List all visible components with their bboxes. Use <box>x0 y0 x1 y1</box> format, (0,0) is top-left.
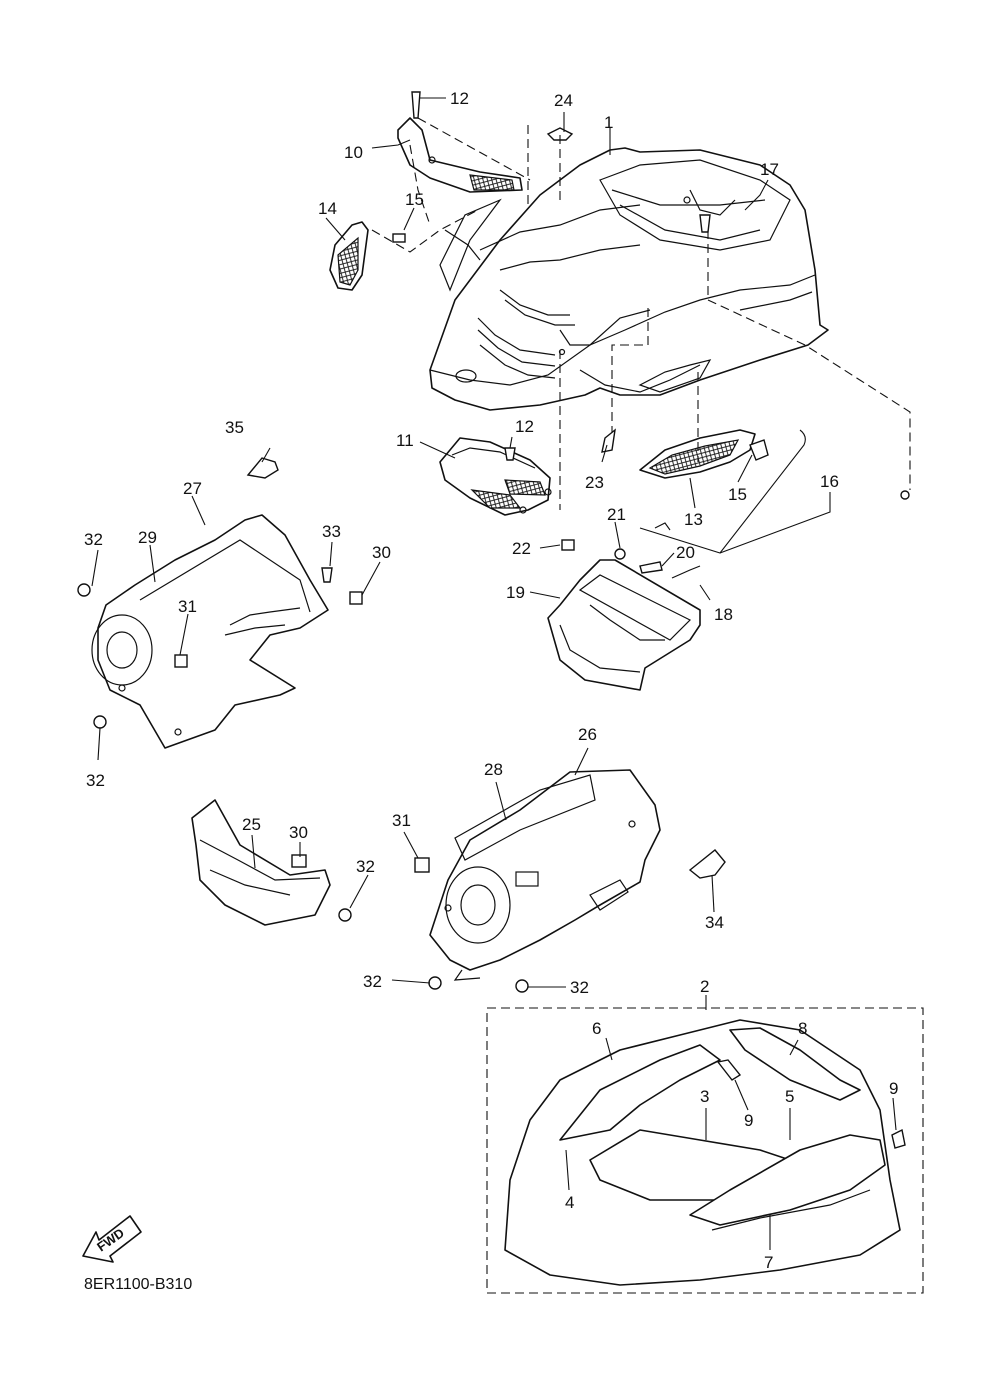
callout-23: 23 <box>585 473 604 492</box>
callout-12b: 12 <box>515 417 534 436</box>
callouts: 1 2 3 4 5 6 7 8 9 9 10 11 12 12 13 14 15… <box>84 89 898 1272</box>
cap-part-34 <box>688 849 726 879</box>
callout-6: 6 <box>592 1019 601 1038</box>
callout-9a: 9 <box>744 1111 753 1130</box>
screw-part-32-b <box>93 715 107 729</box>
callout-33: 33 <box>322 522 341 541</box>
callout-30b: 30 <box>289 823 308 842</box>
alignment-lines <box>371 117 911 510</box>
callout-21: 21 <box>607 505 626 524</box>
cap-part-35 <box>246 457 279 479</box>
diagram-code: 8ER1100-B310 <box>84 1276 192 1293</box>
callout-25: 25 <box>242 815 261 834</box>
nut-part-30-upper <box>349 591 363 605</box>
lower-cover-part-25 <box>191 799 331 926</box>
callout-17: 17 <box>760 160 779 179</box>
callout-29: 29 <box>138 528 157 547</box>
callout-1: 1 <box>604 113 613 132</box>
callout-32c: 32 <box>356 857 375 876</box>
side-cover-part-26 <box>414 769 661 981</box>
callout-14: 14 <box>318 199 337 218</box>
callout-22: 22 <box>512 539 531 558</box>
side-grille-part-14 <box>329 221 369 291</box>
callout-32d: 32 <box>363 972 382 991</box>
side-cover-part-27 <box>91 514 329 749</box>
callout-10: 10 <box>344 143 363 162</box>
callout-24: 24 <box>554 91 573 110</box>
clip-part-23 <box>601 428 616 453</box>
screw-part-32-d <box>428 976 442 990</box>
cowl-assembly-part-2 <box>486 1007 924 1294</box>
callout-35: 35 <box>225 418 244 437</box>
callout-2: 2 <box>700 977 709 996</box>
callout-31a: 31 <box>178 597 197 616</box>
callout-16: 16 <box>820 472 839 491</box>
callout-30a: 30 <box>372 543 391 562</box>
callout-18: 18 <box>714 605 733 624</box>
screw-part-32-e <box>515 979 529 993</box>
callout-11: 11 <box>396 431 414 450</box>
callout-28: 28 <box>484 760 503 779</box>
callout-32a: 32 <box>84 530 103 549</box>
callout-7: 7 <box>764 1253 773 1272</box>
callout-19: 19 <box>506 583 525 602</box>
cable-part-16 <box>639 429 910 554</box>
duct-part-11 <box>439 437 552 516</box>
tray-part-19 <box>547 522 701 691</box>
clip-part-15-lower <box>749 439 769 461</box>
callout-20: 20 <box>676 543 695 562</box>
screw-part-32-c <box>338 908 352 922</box>
callout-26: 26 <box>578 725 597 744</box>
callout-15a: 15 <box>405 190 424 209</box>
callout-27: 27 <box>183 479 202 498</box>
screw-part-32-a <box>77 583 91 597</box>
screw-part-17 <box>699 214 711 233</box>
front-cowl-part-1 <box>429 147 829 411</box>
callout-15b: 15 <box>728 485 747 504</box>
callout-5: 5 <box>785 1087 794 1106</box>
callout-31b: 31 <box>392 811 411 830</box>
callout-8: 8 <box>798 1019 807 1038</box>
grille-part-13 <box>639 429 756 479</box>
callout-9b: 9 <box>889 1079 898 1098</box>
callout-34: 34 <box>705 913 724 932</box>
callout-12a: 12 <box>450 89 469 108</box>
callout-13: 13 <box>684 510 703 529</box>
leader-lines <box>91 97 897 1250</box>
bracket-part-10 <box>397 117 523 193</box>
bolt-part-33 <box>321 567 333 583</box>
callout-32b: 32 <box>86 771 105 790</box>
callout-32e: 32 <box>570 978 589 997</box>
fwd-arrow-icon: FWD <box>82 1215 142 1263</box>
clip-part-24 <box>546 127 574 141</box>
clip-part-15-upper <box>392 233 406 243</box>
screw-part-12-upper <box>411 91 421 119</box>
callout-4: 4 <box>565 1193 574 1212</box>
callout-3: 3 <box>700 1087 709 1106</box>
